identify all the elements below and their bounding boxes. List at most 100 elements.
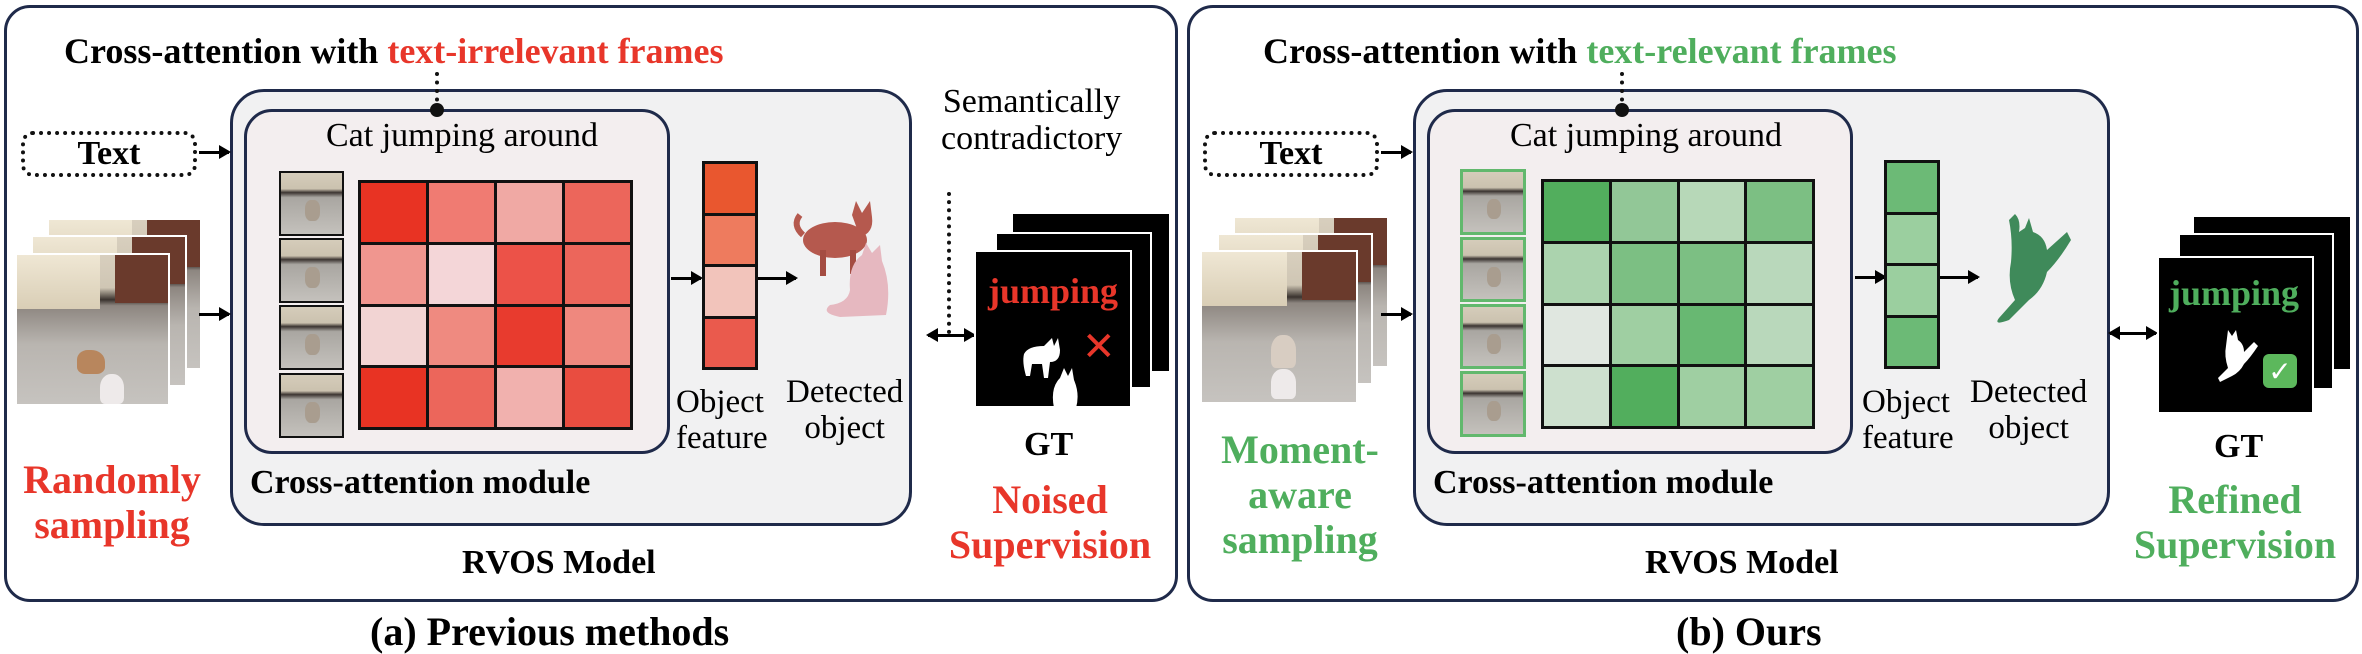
connector-dot (1615, 103, 1629, 117)
text-input-box: Text (21, 131, 197, 177)
detected-object-image (1997, 214, 2071, 323)
object-feature-label: Object feature (1862, 384, 1954, 456)
title-highlight: text-irrelevant frames (387, 31, 724, 71)
heatmap-cell-r0-c3 (565, 183, 630, 242)
feature-cell-0 (1887, 163, 1937, 212)
heatmap-cell-r1-c0 (1544, 243, 1609, 303)
feature-cell-1 (705, 215, 755, 264)
frame-thumbnail-selected (1460, 304, 1526, 369)
heatmap-cell-r1-c2 (1679, 243, 1745, 303)
heatmap-cell-r3-c1 (429, 368, 494, 427)
gt-mask-front: jumping ✕ (974, 250, 1132, 408)
heatmap-cell-r1-c1 (429, 244, 494, 304)
frames-arrow (199, 307, 231, 321)
heatmap-cell-r3-c2 (1679, 367, 1745, 426)
video-frame-front (1200, 250, 1358, 404)
heatmap-cell-r0-c3 (1747, 182, 1812, 241)
text-arrow (199, 145, 231, 159)
heatmap-cell-r2-c0 (1544, 305, 1609, 365)
frame-thumbnail (279, 238, 344, 303)
detected-cat-white (826, 243, 889, 317)
detected-cat-orange (793, 201, 873, 276)
heatmap-cell-r0-c0 (1544, 182, 1609, 241)
heatmap-cell-r2-c2 (497, 306, 562, 366)
gt-cat-silhouettes (1023, 338, 1078, 408)
module-label: Cross-attention module (1433, 464, 1774, 501)
title-highlight: text-relevant frames (1586, 31, 1897, 71)
caption-previous-methods: (a) Previous methods (370, 609, 730, 654)
attention-heatmap (358, 180, 633, 430)
compare-arrow (2108, 326, 2158, 340)
heatmap-cell-r0-c2 (1679, 182, 1745, 241)
frame-thumbnail (279, 305, 344, 370)
heatmap-cell-r3-c3 (1747, 367, 1812, 426)
check-mark-icon: ✓ (2263, 354, 2297, 388)
frame-thumbnail-selected (1460, 237, 1526, 302)
gt-mask-front: jumping ✓ (2157, 256, 2314, 414)
heatmap-cell-r1-c1 (1611, 243, 1677, 303)
heatmap-cell-r0-c1 (1611, 182, 1677, 241)
text-input-box: Text (1203, 131, 1379, 177)
heatmap-cell-r1-c3 (565, 244, 630, 304)
title-prefix: Cross-attention with (64, 31, 388, 71)
heatmap-cell-r1-c2 (497, 244, 562, 304)
frame-thumbnail (279, 373, 344, 438)
frame-thumbnail-selected (1460, 169, 1526, 235)
heatmap-cell-r3-c3 (565, 368, 630, 427)
feature-in-arrow (1855, 270, 1887, 284)
sampling-label: Randomly sampling (23, 457, 201, 547)
object-feature-label: Object feature (676, 384, 768, 456)
caption-ours: (b) Ours (1676, 609, 1822, 654)
detected-object-image (793, 201, 889, 317)
sampling-label: Moment- aware sampling (1221, 427, 1379, 562)
feature-out-arrow (1940, 270, 1980, 284)
compare-arrow (926, 328, 976, 342)
feature-cell-2 (705, 267, 755, 316)
heatmap-cell-r2-c1 (1611, 305, 1677, 365)
detected-object-label: Detected object (1970, 374, 2088, 446)
heatmap-cell-r3-c1 (1611, 367, 1677, 426)
attention-heatmap (1541, 179, 1815, 429)
text-arrow (1381, 145, 1413, 159)
heatmap-cell-r2-c1 (429, 306, 494, 366)
heatmap-cell-r2-c2 (1679, 305, 1745, 365)
feature-cell-3 (705, 318, 755, 367)
heatmap-cell-r2-c0 (361, 306, 426, 366)
query-text: Cat jumping around (326, 117, 598, 154)
gt-label: GT (1024, 426, 1074, 463)
model-label: RVOS Model (462, 544, 656, 581)
contradiction-dotted-line (947, 192, 951, 334)
panel-a-title: Cross-attention with text-irrelevant fra… (64, 33, 724, 69)
heatmap-cell-r3-c2 (497, 368, 562, 427)
feature-cell-2 (1887, 266, 1937, 315)
object-feature-vector (1884, 160, 1940, 369)
heatmap-cell-r2-c3 (1747, 305, 1812, 365)
query-text: Cat jumping around (1510, 117, 1782, 154)
feature-in-arrow (671, 271, 703, 285)
model-label: RVOS Model (1645, 544, 1839, 581)
gt-label: GT (2214, 428, 2264, 465)
supervision-label: Refined Supervision (2133, 477, 2337, 567)
feature-cell-1 (1887, 214, 1937, 263)
gt-cat-silhouette (2218, 330, 2258, 382)
feature-out-arrow (758, 271, 798, 285)
object-feature-vector (702, 161, 758, 370)
contradiction-label: Semantically contradictory (941, 83, 1123, 157)
feature-cell-3 (1887, 317, 1937, 366)
heatmap-cell-r0-c0 (361, 183, 426, 242)
cross-mark-icon: ✕ (1082, 324, 1116, 370)
heatmap-cell-r2-c3 (565, 306, 630, 366)
frames-arrow (1381, 307, 1413, 321)
detected-object-label: Detected object (786, 374, 904, 446)
supervision-label: Noised Supervision (948, 477, 1152, 567)
gt-word: jumping (2169, 273, 2300, 313)
panel-b-title: Cross-attention with text-relevant frame… (1263, 33, 1897, 69)
gt-word: jumping (988, 271, 1119, 311)
frame-thumbnail-selected (1460, 371, 1526, 437)
connector-dot (430, 103, 444, 117)
frame-thumbnail (279, 171, 344, 236)
title-prefix: Cross-attention with (1263, 31, 1587, 71)
heatmap-cell-r3-c0 (1544, 367, 1609, 426)
connector-dotted-line (1620, 72, 1624, 110)
heatmap-cell-r0-c1 (429, 183, 494, 242)
